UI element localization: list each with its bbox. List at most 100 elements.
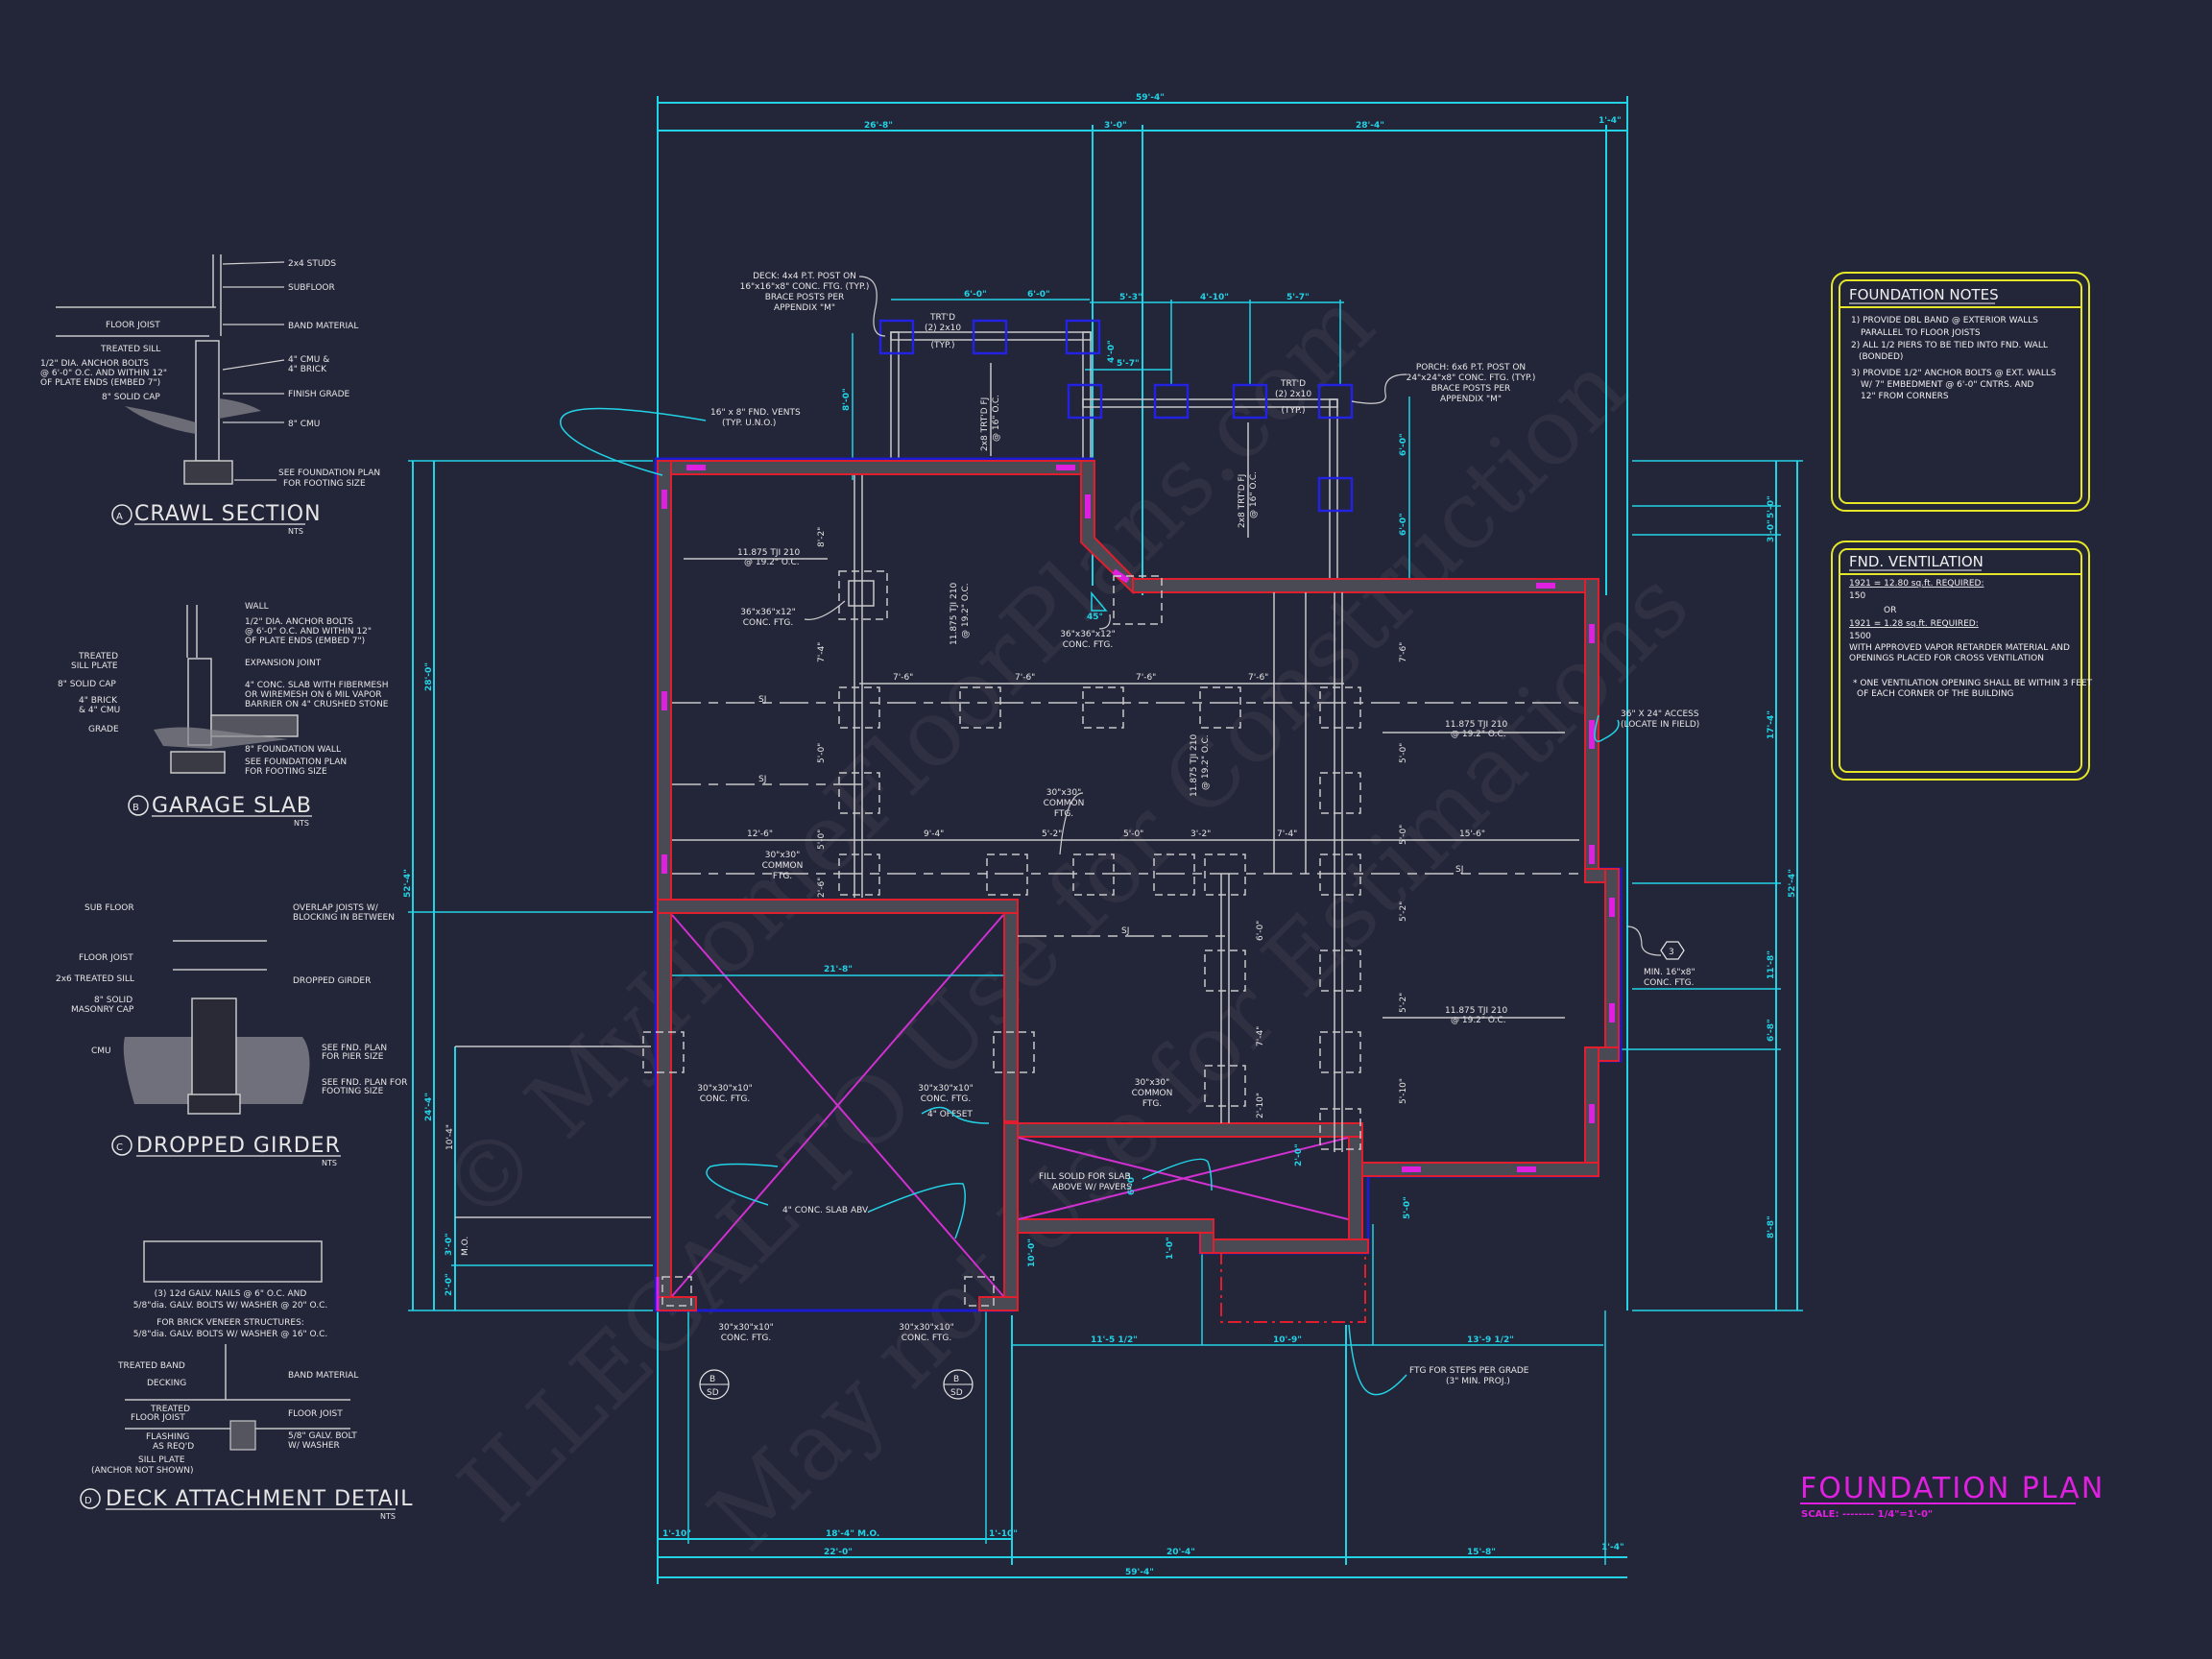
foundation-walls bbox=[654, 457, 1623, 1312]
detail-marker: B bbox=[132, 803, 139, 813]
dim-interior: 7'-6" bbox=[1136, 673, 1156, 683]
vent-line: OF EACH CORNER OF THE BUILDING bbox=[1857, 689, 2014, 699]
footing-callout: CONC. FTG. bbox=[721, 1334, 771, 1343]
garage-slab: 21'-8" bbox=[671, 914, 1366, 1323]
dim-deck: 4'-10" bbox=[1200, 293, 1229, 302]
label: MASONRY CAP bbox=[71, 1005, 134, 1015]
detail-scale: NTS bbox=[294, 819, 309, 828]
notes-title: FOUNDATION NOTES bbox=[1849, 286, 1999, 303]
dim-bottom-step-1: 11'-5 1/2" bbox=[1091, 1335, 1138, 1345]
joist-label: @ 19.2" O.C. bbox=[1451, 1016, 1506, 1025]
deck-post-callout: 16"x16"x8" CONC. FTG. (TYP.) bbox=[740, 282, 870, 292]
note-line: PARALLEL TO FLOOR JOISTS bbox=[1861, 328, 1981, 338]
dim-interior: 7'-6" bbox=[1248, 673, 1268, 683]
dim-interior: 10'-0" bbox=[1027, 1238, 1037, 1267]
dim-interior: 7'-6" bbox=[1399, 642, 1408, 662]
footing-callout: 30"x30" bbox=[1135, 1078, 1170, 1088]
footing-callout: COMMON bbox=[1132, 1089, 1173, 1098]
sj-label: SJ bbox=[1455, 865, 1463, 875]
dim-deck: 5'-3" bbox=[1119, 293, 1142, 302]
label: SEE FOUNDATION PLAN bbox=[278, 469, 380, 478]
detail-a-crawl-section: 2x4 STUDS SUBFLOOR FLOOR JOIST BAND MATE… bbox=[40, 254, 380, 536]
dim-bottom-step-2: 10'-9" bbox=[1273, 1335, 1302, 1345]
joist-label: 11.875 TJI 210 bbox=[1190, 734, 1199, 797]
dim-deck: 6'-0" bbox=[1399, 433, 1408, 456]
ventilation-title: FND. VENTILATION bbox=[1849, 553, 1984, 570]
footing-callout: FTG. bbox=[773, 872, 792, 881]
dim-interior: 2'-10" bbox=[1256, 1093, 1265, 1118]
vent-line: 150 bbox=[1849, 591, 1865, 601]
dim-bottom-overall: 59'-4" bbox=[1125, 1568, 1154, 1577]
dim-left-1: 28'-0" bbox=[424, 662, 434, 691]
label: 4" CONC. SLAB WITH FIBERMESH bbox=[245, 681, 389, 690]
dim-interior: 7'-6" bbox=[1015, 673, 1035, 683]
offset-callout: 4" OFFSET bbox=[927, 1110, 973, 1119]
detail-c-dropped-girder: SUB FLOOR OVERLAP JOISTS W/ BLOCKING IN … bbox=[56, 903, 407, 1167]
label: SUBFLOOR bbox=[288, 283, 335, 293]
label: SUB FLOOR bbox=[84, 903, 134, 913]
footing-callout: 30"x30"x10" bbox=[697, 1084, 752, 1094]
footing-callout: 30"x30"x10" bbox=[918, 1084, 973, 1094]
dim-interior: 2'-6" bbox=[817, 878, 827, 898]
dim-interior: 2'-0" bbox=[1294, 1143, 1304, 1166]
label: FLOOR JOIST bbox=[106, 321, 160, 330]
dim-interior: 5'-0" bbox=[817, 743, 827, 763]
label: EXPANSION JOINT bbox=[245, 659, 322, 668]
label: CMU bbox=[91, 1046, 111, 1056]
label: BARRIER ON 4" CRUSHED STONE bbox=[245, 700, 389, 709]
detail-title: DECK ATTACHMENT DETAIL bbox=[106, 1487, 413, 1511]
dim-deck: 4'-0" bbox=[1107, 340, 1117, 363]
label: & 4" CMU bbox=[79, 706, 120, 715]
dim-interior: 5'-0" bbox=[1403, 1196, 1412, 1219]
section-tag-top: B bbox=[709, 1375, 715, 1384]
dim-top-4: 1'-4" bbox=[1599, 116, 1622, 126]
footing-callout: CONC. FTG. bbox=[1063, 640, 1113, 650]
label: OF PLATE ENDS (EMBED 7") bbox=[245, 637, 365, 646]
label: DROPPED GIRDER bbox=[293, 976, 371, 986]
label: 8" SOLID CAP bbox=[102, 393, 160, 402]
plan-title-block: FOUNDATION PLAN SCALE: -------- 1/4"=1'-… bbox=[1800, 1472, 2103, 1520]
dim-interior: 7'-4" bbox=[1256, 1026, 1265, 1046]
note-line: (BONDED) bbox=[1859, 352, 1903, 362]
label: FLOOR JOIST bbox=[288, 1409, 343, 1419]
dim-interior: 5'-10" bbox=[1399, 1078, 1408, 1104]
sj-label: SJ bbox=[758, 695, 766, 705]
dim-interior: 7'-4" bbox=[817, 642, 827, 662]
watermark-line-2: ILLEGAL TO Use for Construction bbox=[439, 334, 1647, 1542]
label: 8" SOLID CAP bbox=[58, 680, 116, 689]
joist-label: @ 19.2" O.C. bbox=[1451, 730, 1506, 739]
dim-bottom-door-mo: 18'-4" M.O. bbox=[826, 1529, 879, 1539]
dim-top-3: 28'-4" bbox=[1356, 121, 1384, 131]
vent-line: OR bbox=[1884, 606, 1896, 615]
label: W/ WASHER bbox=[288, 1441, 340, 1451]
label: GRADE bbox=[88, 725, 119, 734]
label: BAND MATERIAL bbox=[288, 1371, 358, 1381]
dimension-lines: 59'-4" 26'-8" 3'-0" 28'-4" 1'-4" 6'-0" 6… bbox=[403, 93, 1803, 1584]
section-tag-bottom: SD bbox=[707, 1388, 719, 1398]
detail-scale: NTS bbox=[288, 527, 303, 536]
porch-joist-label: @ 16" O.C. bbox=[1249, 471, 1259, 518]
detail-d-deck-attachment: (3) 12d GALV. NAILS @ 6" O.C. AND 5/8"di… bbox=[80, 1240, 413, 1521]
vent-line: 1921 = 1.28 sq.ft. REQUIRED: bbox=[1849, 619, 1979, 629]
label: TREATED bbox=[78, 652, 118, 661]
plan-scale: SCALE: -------- 1/4"=1'-0" bbox=[1801, 1509, 1933, 1520]
note-line: 12" FROM CORNERS bbox=[1861, 392, 1949, 401]
label: BAND MATERIAL bbox=[288, 322, 358, 331]
dim-interior: 5'-0" bbox=[1123, 830, 1143, 839]
label: 4" BRICK bbox=[79, 696, 118, 706]
vents-callout: (TYP. U.N.O.) bbox=[722, 419, 776, 428]
label: 1/2" DIA. ANCHOR BOLTS bbox=[40, 359, 149, 369]
vent-line: WITH APPROVED VAPOR RETARDER MATERIAL AN… bbox=[1849, 643, 2070, 653]
vent-line: * ONE VENTILATION OPENING SHALL BE WITHI… bbox=[1853, 679, 2093, 688]
label: FOOTING SIZE bbox=[322, 1087, 384, 1096]
dim-interior: 5'-2" bbox=[1399, 902, 1408, 922]
label: OF PLATE ENDS (EMBED 7") bbox=[40, 378, 160, 388]
label: SILL PLATE bbox=[71, 661, 118, 671]
label: 8" CMU bbox=[288, 420, 320, 429]
dim-interior: 3'-2" bbox=[1190, 830, 1211, 839]
ventilation-box: FND. VENTILATION 1921 = 12.80 sq.ft. REQ… bbox=[1831, 541, 2093, 781]
detail-title: DROPPED GIRDER bbox=[136, 1134, 341, 1158]
note: (3) 12d GALV. NAILS @ 6" O.C. AND bbox=[155, 1289, 307, 1299]
dim-interior: 7'-6" bbox=[893, 673, 913, 683]
